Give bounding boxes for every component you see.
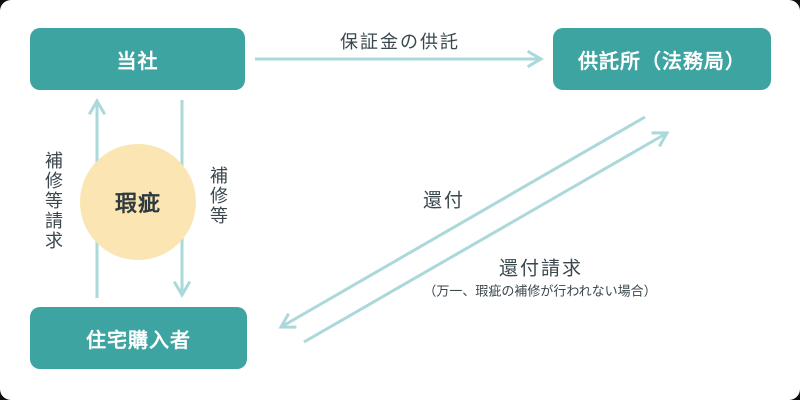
refund-arrow-label: 還付 <box>422 190 466 212</box>
refund-request-arrow <box>303 133 667 344</box>
node-depository-label: 供託所（法務局） <box>578 50 746 73</box>
refund-request-arrow-label: 還付請求 <box>498 258 584 280</box>
defect-label: 瑕疵 <box>114 191 161 216</box>
node-buyer-label: 住宅購入者 <box>86 329 191 352</box>
node-buyer: 住宅購入者 <box>30 307 247 369</box>
node-company-label: 当社 <box>116 50 159 73</box>
refund-arrow <box>281 115 646 327</box>
repair-request-arrow-label: 補修等請求 <box>43 151 63 251</box>
node-depository: 供託所（法務局） <box>553 28 771 90</box>
refund-request-arrow-note: （万一、瑕疵の補修が行われない場合） <box>423 283 657 299</box>
defect-circle: 瑕疵 <box>80 144 196 260</box>
node-company: 当社 <box>30 28 245 90</box>
deposit-arrow-label: 保証金の供託 <box>340 32 460 52</box>
repair-arrow-label: 補修等 <box>208 166 228 226</box>
